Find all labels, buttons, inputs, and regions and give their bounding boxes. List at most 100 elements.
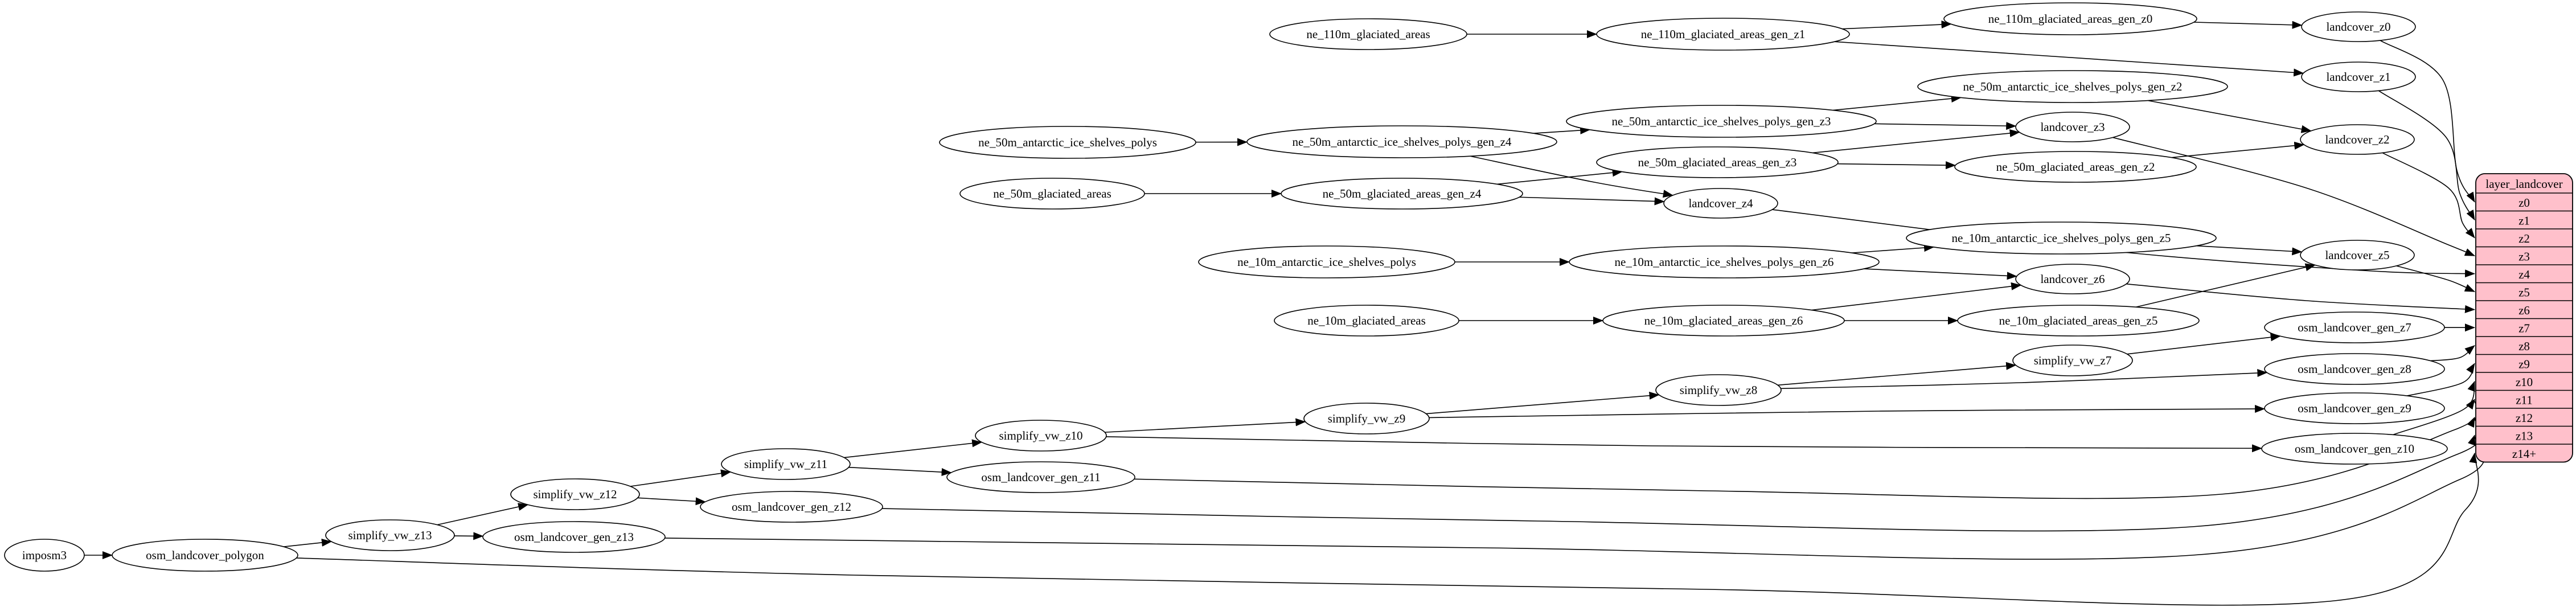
table-row-z13: z13: [2516, 429, 2533, 442]
node-simplify-vw-z8: simplify_vw_z8: [1655, 374, 1782, 406]
node-landcover-z5: landcover_z5: [2300, 240, 2415, 270]
edge-ne-10m-antarctic-ice-shelves-polys-gen-z6-to-ne-10m-antarctic-ice-shelves-polys-gen-z5: [1851, 244, 1935, 253]
edge-ne-50m-antarctic-ice-shelves-polys-gen-z3-to-landcover-z3: [1874, 122, 2017, 130]
node-landcover-z6: landcover_z6: [2015, 264, 2130, 294]
node-ellipse: [2015, 264, 2130, 294]
node-ne-50m-glaciated-areas: ne_50m_glaciated_areas: [959, 178, 1145, 210]
edge-osm-landcover-gen-z13-to-row-z13: [664, 434, 2485, 560]
node-label: ne_50m_antarctic_ice_shelves_polys_gen_z…: [1963, 80, 2183, 93]
table-row-label: z7: [2518, 321, 2530, 335]
node-ellipse: [1274, 305, 1459, 337]
node-label: simplify_vw_z8: [1680, 383, 1758, 397]
layer-landcover-table: layer_landcoverz0z1z2z3z4z5z6z7z8z9z10z1…: [2475, 173, 2573, 463]
node-label: osm_landcover_gen_z10: [2295, 442, 2414, 456]
table-row-label: z10: [2516, 375, 2533, 389]
node-ne-50m-antarctic-ice-shelves-polys-gen-z2: ne_50m_antarctic_ice_shelves_polys_gen_z…: [1917, 70, 2228, 103]
node-ellipse: [1943, 2, 2197, 35]
node-ellipse: [1602, 305, 1845, 337]
table-row-label: z14+: [2512, 447, 2536, 461]
table-row-label: z6: [2518, 304, 2530, 317]
edge-ne-50m-antarctic-ice-shelves-polys-gen-z2-to-landcover-z2: [2147, 100, 2312, 133]
node-label: ne_110m_glaciated_areas: [1306, 27, 1430, 41]
node-landcover-z3: landcover_z3: [2015, 112, 2130, 142]
node-ellipse: [1954, 151, 2197, 183]
node-ne-10m-antarctic-ice-shelves-polys-gen-z5: ne_10m_antarctic_ice_shelves_polys_gen_z…: [1906, 222, 2217, 255]
table-row-z12: z12: [2516, 411, 2533, 425]
table-title: layer_landcover: [2485, 177, 2562, 191]
node-ne-50m-glaciated-areas-gen-z4: ne_50m_glaciated_areas_gen_z4: [1281, 178, 1523, 210]
edge-ne-10m-glaciated-areas-gen-z6-to-landcover-z6: [1811, 282, 2022, 311]
node-label: ne_10m_antarctic_ice_shelves_polys_gen_z…: [1952, 231, 2171, 245]
table-row-z4: z4: [2518, 268, 2530, 281]
node-label: ne_50m_glaciated_areas_gen_z3: [1638, 155, 1797, 169]
edge-landcover-z5-to-row-z5: [2396, 265, 2475, 292]
node-label: landcover_z1: [2326, 70, 2390, 84]
node-osm-landcover-gen-z12: osm_landcover_gen_z12: [700, 491, 883, 523]
table-row-z1: z1: [2518, 214, 2530, 227]
edge-osm-landcover-polygon-to-row-z14plus: [296, 452, 2479, 606]
node-label: landcover_z0: [2326, 20, 2390, 34]
node-ne-110m-glaciated-areas-gen-z0: ne_110m_glaciated_areas_gen_z0: [1943, 2, 2197, 35]
edge-ne-50m-glaciated-areas-gen-z2-to-landcover-z2: [2171, 141, 2305, 158]
node-ellipse: [482, 521, 666, 553]
node-label: ne_50m_antarctic_ice_shelves_polys_gen_z…: [1612, 114, 1831, 128]
edge-osm-landcover-gen-z8-to-row-z8: [2430, 345, 2475, 362]
edge-landcover-z0-to-row-z0: [2380, 40, 2475, 203]
node-label: ne_110m_glaciated_areas_gen_z0: [1988, 12, 2152, 26]
node-label: landcover_z2: [2325, 133, 2389, 146]
node-label: simplify_vw_z13: [348, 528, 432, 542]
node-ne-110m-glaciated-areas: ne_110m_glaciated_areas: [1269, 18, 1467, 50]
node-simplify-vw-z12: simplify_vw_z12: [510, 478, 640, 510]
node-label: osm_landcover_gen_z11: [981, 470, 1100, 484]
node-label: ne_10m_antarctic_ice_shelves_polys: [1237, 255, 1416, 269]
node-osm-landcover-gen-z10: osm_landcover_gen_z10: [2261, 433, 2448, 465]
node-simplify-vw-z13: simplify_vw_z13: [325, 519, 455, 551]
node-ellipse: [2261, 433, 2448, 465]
table-row-z8: z8: [2518, 339, 2530, 353]
node-ellipse: [1957, 305, 2200, 337]
table-row-label: z9: [2518, 357, 2530, 371]
node-ellipse: [1663, 188, 1778, 219]
edge-osm-landcover-polygon-to-simplify-vw-z13: [284, 538, 332, 547]
node-landcover-z0: landcover_z0: [2301, 11, 2416, 42]
table-row-z7: z7: [2518, 321, 2530, 335]
node-label: simplify_vw_z9: [1328, 412, 1406, 425]
node-landcover-z2: landcover_z2: [2300, 124, 2415, 155]
edge-ne-110m-glaciated-areas-gen-z1-to-ne-110m-glaciated-areas-gen-z0: [1842, 20, 1952, 30]
node-ellipse: [2301, 61, 2416, 92]
edge-osm-landcover-gen-z12-to-row-z12: [881, 416, 2483, 532]
node-ellipse: [959, 178, 1145, 210]
node-label: imposm3: [22, 548, 67, 562]
node-ellipse: [1303, 403, 1430, 434]
node-ellipse: [2300, 124, 2415, 155]
node-ellipse: [1917, 70, 2228, 103]
node-simplify-vw-z7: simplify_vw_z7: [2012, 345, 2133, 376]
table-row-z11: z11: [2516, 393, 2533, 407]
node-label: landcover_z6: [2040, 272, 2105, 286]
table-row-z5: z5: [2518, 285, 2530, 299]
edge-ne-50m-glaciated-areas-gen-z4-to-ne-50m-glaciated-areas-gen-z3: [1497, 169, 1623, 185]
node-label: simplify_vw_z11: [744, 457, 827, 471]
table-row-label: z5: [2518, 285, 2530, 299]
edge-ne-10m-antarctic-ice-shelves-polys-gen-z5-to-landcover-z5: [2196, 245, 2303, 256]
edge-osm-landcover-gen-z9-to-row-z9: [2407, 363, 2475, 396]
table-row-z2: z2: [2518, 232, 2530, 245]
node-osm-landcover-gen-z9: osm_landcover_gen_z9: [2264, 392, 2445, 424]
node-ellipse: [2264, 311, 2445, 343]
node-ellipse: [1906, 222, 2217, 255]
edge-ne-110m-glaciated-areas-gen-z0-to-landcover-z0: [2193, 20, 2303, 29]
edge-simplify-vw-z7-to-osm-landcover-gen-z7: [2127, 333, 2281, 355]
node-ellipse: [2300, 240, 2415, 270]
edge-simplify-vw-z11-to-simplify-vw-z10: [844, 439, 983, 458]
table-row-label: z12: [2516, 411, 2533, 425]
node-ellipse: [2301, 11, 2416, 42]
node-ellipse: [2264, 392, 2445, 424]
node-label: simplify_vw_z12: [534, 487, 617, 501]
edge-layer: [84, 20, 2485, 606]
node-osm-landcover-gen-z8: osm_landcover_gen_z8: [2264, 353, 2445, 385]
node-label: osm_landcover_gen_z8: [2298, 362, 2411, 376]
edge-simplify-vw-z8-to-osm-landcover-gen-z8: [1781, 369, 2268, 389]
node-label: osm_landcover_gen_z13: [514, 530, 634, 544]
